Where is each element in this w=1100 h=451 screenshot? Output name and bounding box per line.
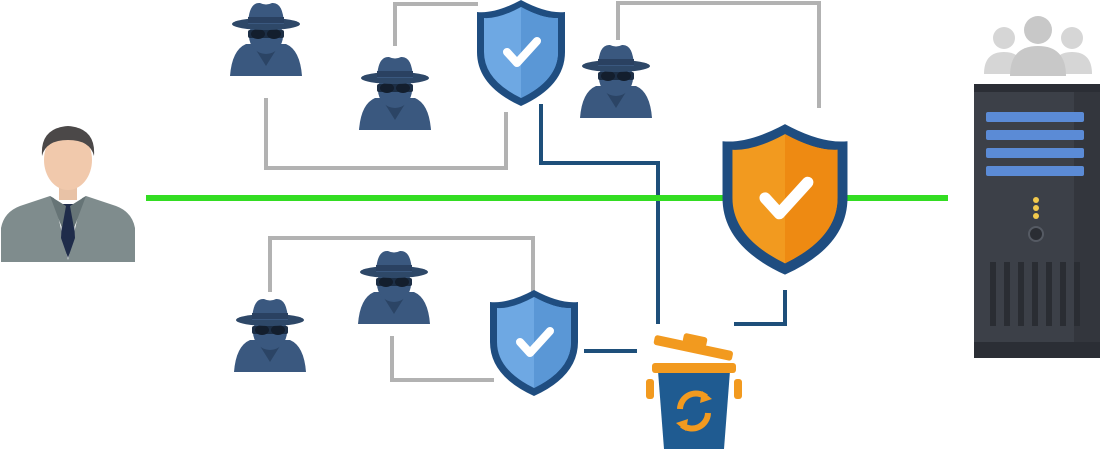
hacker-spy-icon [234,298,306,372]
hacker-spy-icon [580,44,652,118]
recycle-bin-icon [646,333,742,449]
businessman-user-icon [1,126,135,262]
hacker-spy-icon [358,250,430,324]
shield-check-icon [477,0,565,106]
hacker-links [264,1,821,382]
hacker-spy-icon [359,56,431,130]
hacker-spy-icon [230,2,302,76]
user-group-icon [984,16,1092,76]
server-tower-icon [974,84,1100,358]
filter-links [539,104,787,353]
shield-check-icon [490,290,578,396]
shield-check-icon [723,124,848,275]
